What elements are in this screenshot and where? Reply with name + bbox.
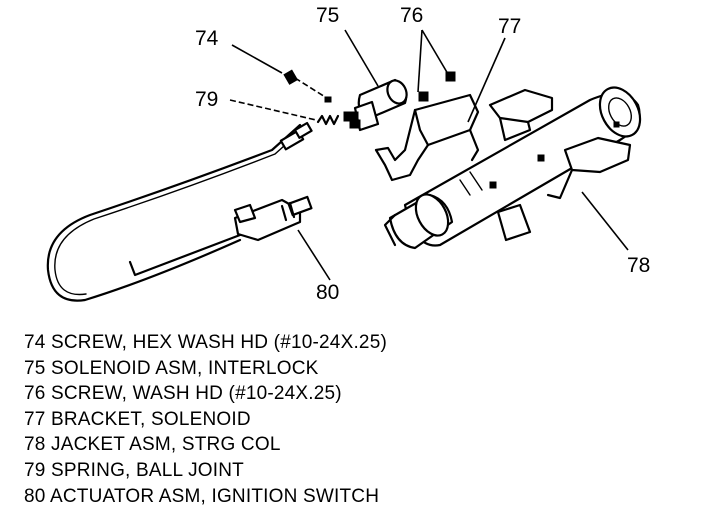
- legend-item-74: 74 SCREW, HEX WASH HD (#10-24X.25): [24, 332, 387, 353]
- callout-79: 79: [195, 88, 218, 111]
- legend-item-76: 76 SCREW, WASH HD (#10-24X.25): [24, 383, 342, 405]
- steering-column-jacket: [383, 86, 642, 250]
- legend-item-79: 79 SPRING, BALL JOINT: [24, 459, 244, 481]
- callout-74: 74: [195, 27, 219, 50]
- leader-lines: [229, 29, 629, 281]
- interlock-solenoid: [343, 78, 408, 132]
- ball-joint-spring: [316, 114, 340, 126]
- legend-item-80: 80 ACTUATOR ASM, IGNITION SWITCH: [24, 485, 380, 507]
- parts-legend: 74 SCREW, HEX WASH HD (#10-24X.25) 75 SO…: [24, 330, 387, 509]
- washer-head-screw-upper: [445, 71, 456, 82]
- legend-item-75: 75 SOLENOID ASM, INTERLOCK: [24, 357, 319, 379]
- callout-75: 75: [316, 4, 339, 27]
- solenoid-bracket: [374, 93, 480, 182]
- callout-76: 76: [400, 4, 423, 27]
- ignition-switch-actuator: [46, 121, 313, 302]
- callout-78: 78: [627, 254, 650, 277]
- legend-item-78: 78 JACKET ASM, STRG COL: [24, 434, 281, 456]
- legend-item-77: 77 BRACKET, SOLENOID: [24, 408, 251, 430]
- washer-head-screw-lower: [418, 91, 429, 102]
- callout-77: 77: [498, 15, 521, 38]
- callout-80: 80: [316, 281, 339, 304]
